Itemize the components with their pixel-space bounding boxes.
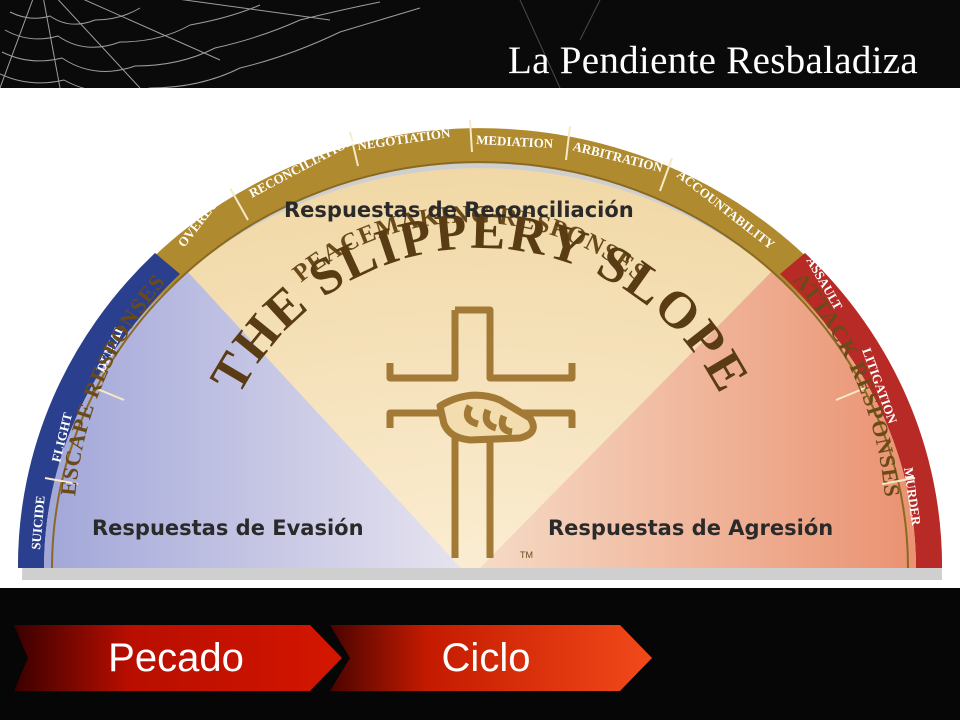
trademark-mark: TM (520, 550, 533, 560)
overlay-evasion: Respuestas de Evasión (92, 516, 364, 540)
band-dividers (44, 119, 916, 485)
diagram-panel: OVERLOOK RECONCILIATION NEGOTIATION MEDI… (0, 88, 960, 588)
cycle-label: Ciclo (441, 636, 531, 680)
band-label-suicide: SUICIDE (28, 495, 48, 550)
cycle-arrows (14, 625, 652, 691)
header-band: La Pendiente Resbaladiza (0, 0, 960, 88)
band-label-mediation: MEDIATION (476, 132, 554, 151)
slippery-slope-diagram: OVERLOOK RECONCILIATION NEGOTIATION MEDI… (17, 119, 943, 580)
sin-label: Pecado (108, 636, 244, 680)
cycle-band: Pecado Ciclo (0, 588, 960, 720)
overlay-reconciliation: Respuestas de Reconciliación (284, 198, 634, 222)
cycle-arrow (330, 625, 652, 691)
sin-arrow (14, 625, 342, 691)
overlay-aggression: Respuestas de Agresión (548, 516, 834, 540)
cobweb-decoration (0, 0, 601, 88)
cross-handshake-icon (386, 306, 576, 558)
slide-title: La Pendiente Resbaladiza (507, 39, 918, 82)
